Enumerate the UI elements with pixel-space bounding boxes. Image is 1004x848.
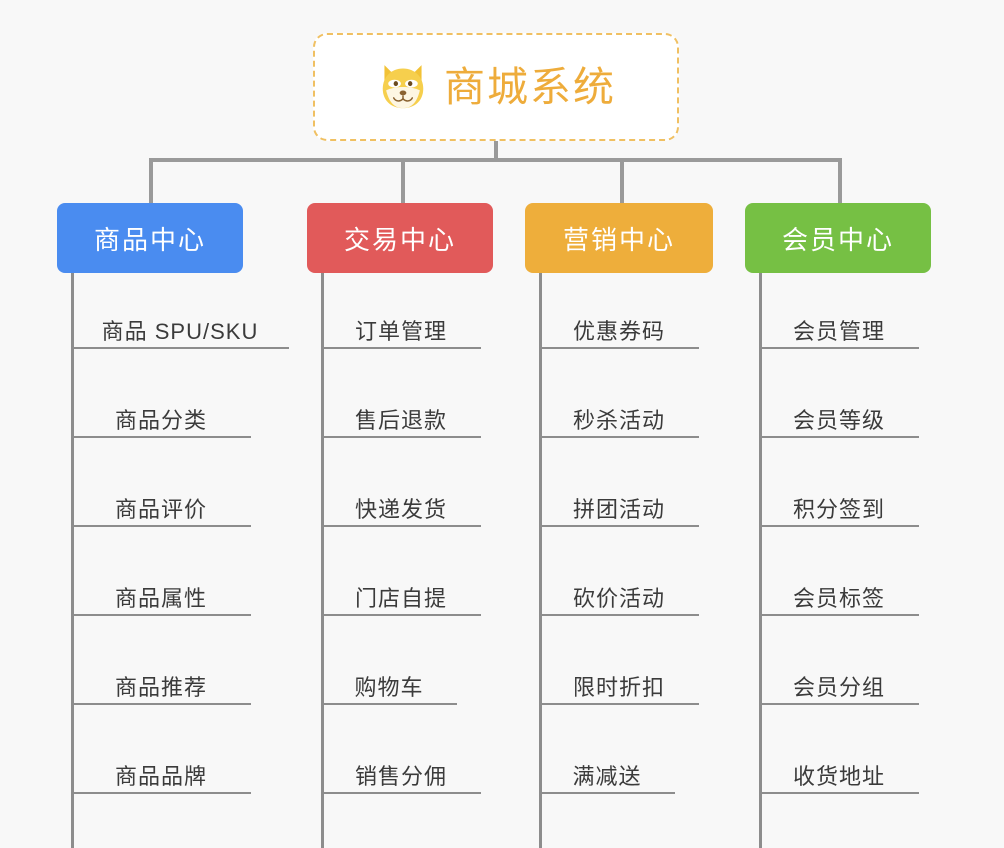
- category-label-2: 交易中心: [343, 224, 456, 255]
- leaf-label-2-3: 快递发货: [354, 496, 447, 522]
- connector-root-stub: [494, 141, 498, 162]
- leaf-label-3-2: 秒杀活动: [572, 407, 665, 433]
- leaf-label-1-3: 商品评价: [114, 496, 207, 522]
- leaf-item-4-3[interactable]: 积分签到: [759, 493, 919, 527]
- leaf-label-4-6: 收货地址: [792, 763, 885, 789]
- leaf-item-3-1[interactable]: 优惠券码: [539, 315, 699, 349]
- leaf-label-3-6: 满减送: [572, 763, 642, 789]
- leaf-label-1-6: 商品品牌: [114, 763, 207, 789]
- leaf-item-1-2[interactable]: 商品分类: [71, 404, 251, 438]
- leaf-item-1-4[interactable]: 商品属性: [71, 582, 251, 616]
- leaf-item-3-5[interactable]: 限时折扣: [539, 671, 699, 705]
- leaf-label-2-1: 订单管理: [354, 318, 447, 344]
- leaf-item-3-6[interactable]: 满减送: [539, 760, 675, 794]
- leaf-item-2-6[interactable]: 销售分佣: [321, 760, 481, 794]
- leaf-label-2-2: 售后退款: [354, 407, 447, 433]
- leaf-label-2-4: 门店自提: [354, 585, 447, 611]
- connector-drop-2: [401, 158, 405, 205]
- leaf-label-2-5: 购物车: [354, 674, 424, 700]
- category-label-1: 商品中心: [93, 224, 206, 255]
- leaf-label-3-1: 优惠券码: [572, 318, 665, 344]
- leaf-item-4-2[interactable]: 会员等级: [759, 404, 919, 438]
- category-box-2[interactable]: 交易中心: [307, 203, 493, 273]
- trunk-line-2: [321, 273, 324, 848]
- connector-drop-3: [620, 158, 624, 205]
- shiba-dog-face-icon: [382, 65, 424, 109]
- connector-horizontal-bus: [149, 158, 842, 162]
- leaf-item-2-5[interactable]: 购物车: [321, 671, 457, 705]
- connector-drop-1: [149, 158, 153, 205]
- leaf-label-1-4: 商品属性: [114, 585, 207, 611]
- leaf-label-4-2: 会员等级: [792, 407, 885, 433]
- category-box-1[interactable]: 商品中心: [57, 203, 243, 273]
- trunk-line-3: [539, 273, 542, 848]
- leaf-item-1-1[interactable]: 商品 SPU/SKU: [71, 315, 289, 349]
- leaf-item-4-5[interactable]: 会员分组: [759, 671, 919, 705]
- root-title: 商城系统: [444, 63, 616, 110]
- category-label-3: 营销中心: [562, 224, 675, 255]
- leaf-item-4-1[interactable]: 会员管理: [759, 315, 919, 349]
- leaf-label-4-4: 会员标签: [792, 585, 885, 611]
- leaf-item-4-4[interactable]: 会员标签: [759, 582, 919, 616]
- leaf-label-1-2: 商品分类: [114, 407, 207, 433]
- category-label-4: 会员中心: [781, 224, 894, 255]
- leaf-item-1-6[interactable]: 商品品牌: [71, 760, 251, 794]
- leaf-label-4-3: 积分签到: [792, 496, 885, 522]
- leaf-label-1-5: 商品推荐: [114, 674, 207, 700]
- trunk-line-4: [759, 273, 762, 848]
- leaf-label-3-4: 砍价活动: [572, 585, 665, 611]
- leaf-item-3-4[interactable]: 砍价活动: [539, 582, 699, 616]
- leaf-label-4-1: 会员管理: [792, 318, 885, 344]
- leaf-label-4-5: 会员分组: [792, 674, 885, 700]
- leaf-item-1-5[interactable]: 商品推荐: [71, 671, 251, 705]
- leaf-item-2-2[interactable]: 售后退款: [321, 404, 481, 438]
- category-box-4[interactable]: 会员中心: [745, 203, 931, 273]
- leaf-item-2-1[interactable]: 订单管理: [321, 315, 481, 349]
- leaf-label-3-3: 拼团活动: [572, 496, 665, 522]
- leaf-item-1-3[interactable]: 商品评价: [71, 493, 251, 527]
- connector-drop-4: [838, 158, 842, 205]
- root-node[interactable]: 商城系统: [313, 33, 679, 141]
- leaf-item-4-6[interactable]: 收货地址: [759, 760, 919, 794]
- leaf-item-2-4[interactable]: 门店自提: [321, 582, 481, 616]
- leaf-item-3-3[interactable]: 拼团活动: [539, 493, 699, 527]
- leaf-label-1-1: 商品 SPU/SKU: [101, 318, 259, 344]
- leaf-label-2-6: 销售分佣: [354, 763, 447, 789]
- leaf-item-2-3[interactable]: 快递发货: [321, 493, 481, 527]
- leaf-item-3-2[interactable]: 秒杀活动: [539, 404, 699, 438]
- category-box-3[interactable]: 营销中心: [525, 203, 713, 273]
- trunk-line-1: [71, 273, 74, 848]
- leaf-label-3-5: 限时折扣: [572, 674, 665, 700]
